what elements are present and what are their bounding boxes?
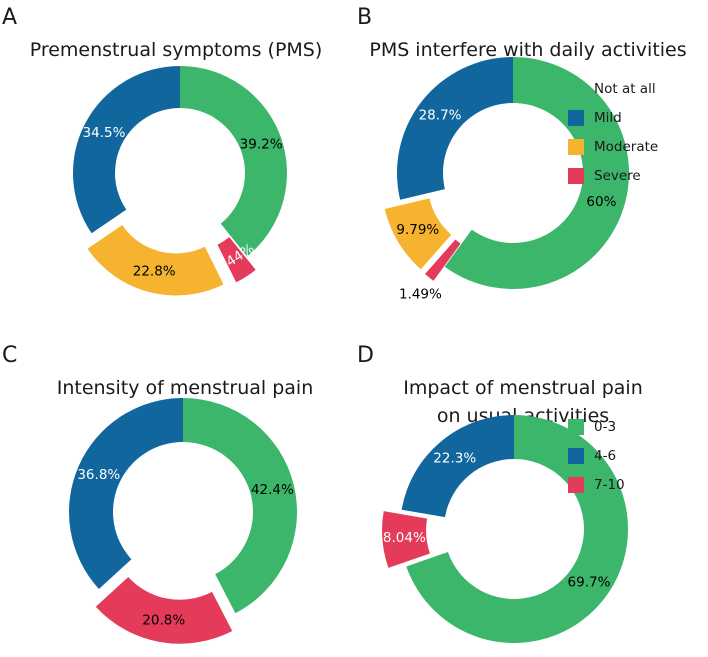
chart-title: PMS interfere with daily activities	[369, 39, 686, 61]
slice-label: 42.4%	[251, 482, 294, 498]
panel-letter: A	[2, 5, 17, 30]
pie-slice	[180, 66, 287, 257]
pie-slice	[396, 57, 513, 200]
pie-slice	[217, 237, 256, 283]
legend-label: Severe	[594, 168, 641, 184]
slice-label: 22.8%	[133, 264, 176, 280]
legend-label: 4-6	[594, 448, 616, 464]
legend-label: Moderate	[594, 139, 658, 155]
pie-slice	[384, 198, 452, 270]
slice-label: 20.8%	[142, 612, 185, 628]
slice-label: 1.49%	[399, 286, 442, 302]
legend-swatch	[568, 419, 584, 435]
slice-label: 69.7%	[568, 574, 611, 590]
pie-slice	[95, 576, 233, 644]
chart-title: Premenstrual symptoms (PMS)	[30, 39, 323, 61]
legend-swatch	[568, 139, 584, 155]
slice-label: 22.3%	[433, 451, 476, 467]
panel-letter: D	[357, 343, 374, 368]
chart-title: Intensity of menstrual pain	[57, 377, 314, 399]
slice-label: 9.79%	[396, 222, 439, 238]
pie-slice	[69, 398, 183, 589]
chart-title: Impact of menstrual pain	[403, 377, 643, 399]
legend-label: Mild	[594, 110, 622, 126]
pie-slice	[406, 415, 628, 643]
pie-slice	[183, 398, 297, 614]
pie-slice	[401, 415, 514, 518]
slice-label: 36.8%	[77, 467, 120, 483]
slice-label: 28.7%	[419, 107, 462, 123]
slice-label: 60%	[586, 194, 616, 210]
legend-swatch	[568, 448, 584, 464]
legend-label: 0-3	[594, 419, 616, 435]
legend-swatch	[568, 81, 584, 97]
slice-label: 34.5%	[83, 125, 126, 141]
legend-label: Not at all	[594, 81, 656, 97]
panel-b: B PMS interfere with daily activities 60% 1…	[357, 5, 687, 302]
pie-slice	[73, 66, 180, 234]
pie-slice	[87, 225, 224, 296]
legend-swatch	[568, 477, 584, 493]
legend-swatch	[568, 168, 584, 184]
legend-swatch	[568, 110, 584, 126]
panel-letter: B	[357, 5, 372, 30]
slice-label: 39.2%	[240, 136, 283, 152]
panel-c: C Intensity of menstrual pain 42.4% 20.8% 36…	[2, 343, 313, 644]
pie-slice	[425, 239, 461, 281]
panel-letter: C	[2, 343, 17, 368]
slice-label: 8.04%	[383, 530, 426, 546]
legend-label: 7-10	[594, 477, 625, 493]
pie-slice	[382, 511, 430, 568]
